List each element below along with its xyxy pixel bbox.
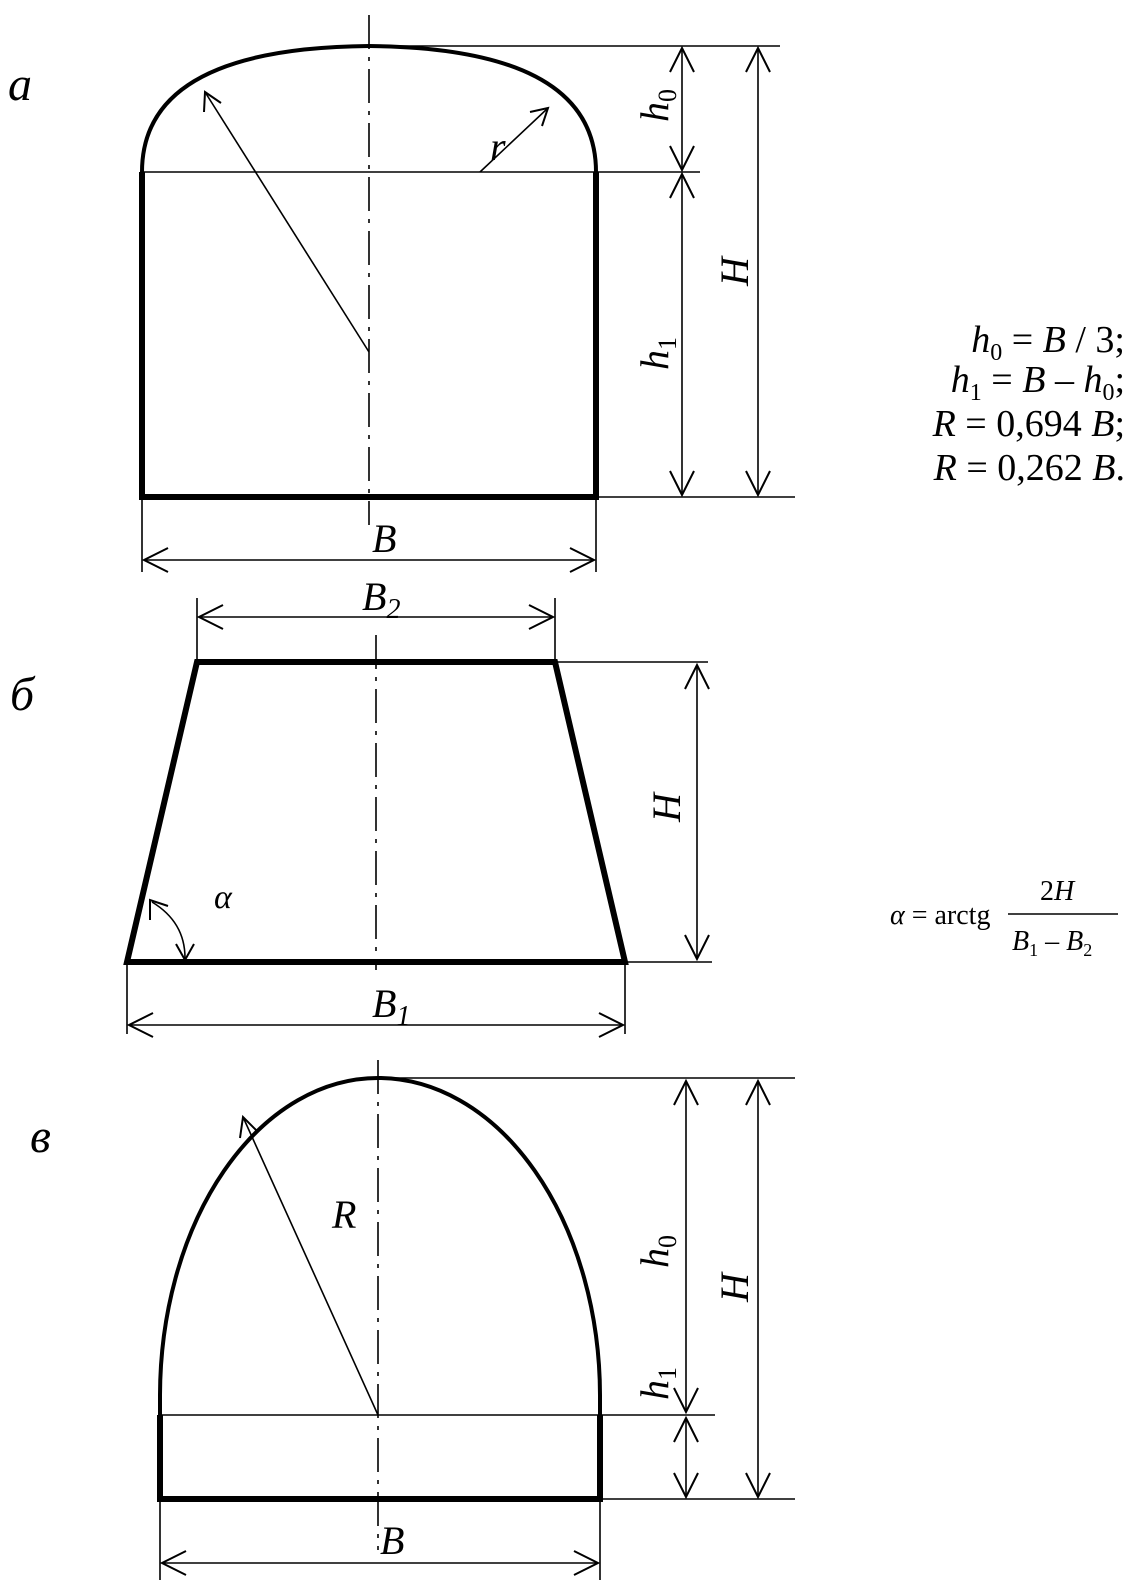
panel-a-dim-H-arrow-top — [745, 45, 771, 73]
panel-b-dim-B2-label: B2 — [362, 574, 400, 625]
panel-b-label: б — [10, 668, 36, 721]
panel-v-dim-H-arrow-bottom — [745, 1472, 771, 1500]
panel-b-dim-B1-arrow-right — [598, 1012, 626, 1038]
panel-b: б B2 H B1 α — [10, 574, 712, 1038]
formula-R1: R = 0,694 B; — [932, 403, 1125, 445]
panel-b-angle-arrow-top — [149, 898, 169, 920]
panel-a-radius-r-line — [479, 107, 549, 173]
panel-b-angle-arrow-bottom — [175, 943, 195, 963]
panel-v-dim-h1-arrow-top — [673, 1415, 699, 1443]
panel-a-radius-r-arrowhead — [529, 106, 550, 127]
panel-b-dim-B2-arrow-left — [196, 604, 224, 630]
panel-a-dim-B-arrow-left — [141, 547, 169, 573]
panel-a-dim-h1-label: h1 — [632, 337, 682, 370]
panel-v-dim-h1-label: h1 — [632, 1367, 682, 1400]
panel-v-arch — [158, 1075, 602, 1415]
formula-h1: h1 = B – h0; — [951, 359, 1125, 406]
panel-a-outline — [139, 172, 599, 500]
panel-v-dim-h0-label: h0 — [632, 1235, 682, 1268]
panel-a-dim-h0-label: h0 — [632, 89, 682, 122]
formula-alpha-denominator: B1 – B2 — [1012, 926, 1092, 960]
panel-v-dim-H-label: H — [712, 1271, 757, 1303]
panel-b-dim-H-arrow-bottom — [684, 934, 710, 962]
panel-a-dim-B-label: B — [372, 516, 396, 561]
panel-a-radius-R-line — [204, 91, 370, 353]
panel-a-dim-H-arrow-bottom — [745, 470, 771, 498]
panel-b-angle-label: α — [214, 879, 233, 916]
panel-a-label: а — [8, 58, 32, 111]
panel-v-dim-h0-arrow-bottom — [673, 1387, 699, 1415]
panel-v-label: в — [30, 1110, 51, 1163]
panel-a-dim-H-label: H — [712, 255, 757, 287]
panel-a-dim-h1-arrow-top — [669, 171, 695, 199]
panel-v-dim-h0-arrow-top — [673, 1078, 699, 1106]
formula-h0: h0 = B / 3; — [971, 319, 1125, 366]
formula-R2: R = 0,262 B. — [933, 447, 1125, 489]
panel-a-radius-r-label: r — [490, 124, 506, 169]
panel-v-radius-R-line — [242, 1116, 379, 1416]
panel-b-angle-arc — [151, 901, 186, 959]
panel-a-dim-h0-arrow-top — [669, 45, 695, 73]
panel-a-dim-h0-arrow-bottom — [669, 145, 695, 173]
panel-v-dim-B-arrow-right — [573, 1550, 601, 1576]
panel-v-dim-B-label: B — [380, 1518, 404, 1563]
panel-v-radius-R-label: R — [331, 1192, 356, 1237]
formula-alpha-lhs: α = arctg — [890, 900, 990, 931]
panel-b-dim-H-arrow-top — [684, 662, 710, 690]
panel-b-formula: α = arctg 2H B1 – B2 — [890, 876, 1118, 960]
panel-a-formulas: h0 = B / 3; h1 = B – h0; R = 0,694 B; R … — [932, 319, 1125, 489]
panel-v-radius-R-arrowhead — [239, 1114, 259, 1139]
panel-v-dim-B-arrow-left — [159, 1550, 187, 1576]
panel-b-dim-B1-arrow-left — [126, 1012, 154, 1038]
panel-v-dim-h1-arrow-bottom — [673, 1472, 699, 1500]
panel-b-dim-H-label: H — [644, 791, 689, 823]
panel-a-dim-h1-arrow-bottom — [669, 470, 695, 498]
panel-a-radius-R-arrowhead — [203, 90, 222, 113]
panel-b-dim-B2-arrow-right — [528, 604, 556, 630]
panel-v-dim-H-arrow-top — [745, 1078, 771, 1106]
panel-a: а r h0 h1 H — [8, 15, 795, 573]
panel-v-outline — [157, 1415, 603, 1502]
panel-b-dim-B1-label: B1 — [372, 981, 410, 1032]
panel-v: в R h0 h1 H B — [30, 1060, 795, 1580]
panel-a-dim-B-arrow-right — [569, 547, 597, 573]
formula-alpha-numerator: 2H — [1040, 876, 1076, 907]
